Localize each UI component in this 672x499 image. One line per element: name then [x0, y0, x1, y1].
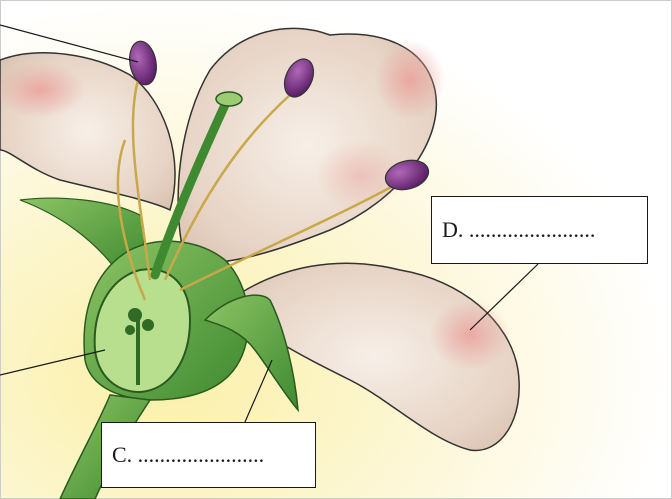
label-c-text: C. .......................: [112, 442, 264, 468]
petal-blush: [375, 40, 445, 120]
label-box-c[interactable]: C. .......................: [101, 422, 316, 488]
label-box-d[interactable]: D. .......................: [431, 196, 648, 264]
petal-blush: [430, 300, 510, 370]
label-d-text: D. .......................: [442, 217, 595, 243]
stigma: [216, 92, 242, 106]
